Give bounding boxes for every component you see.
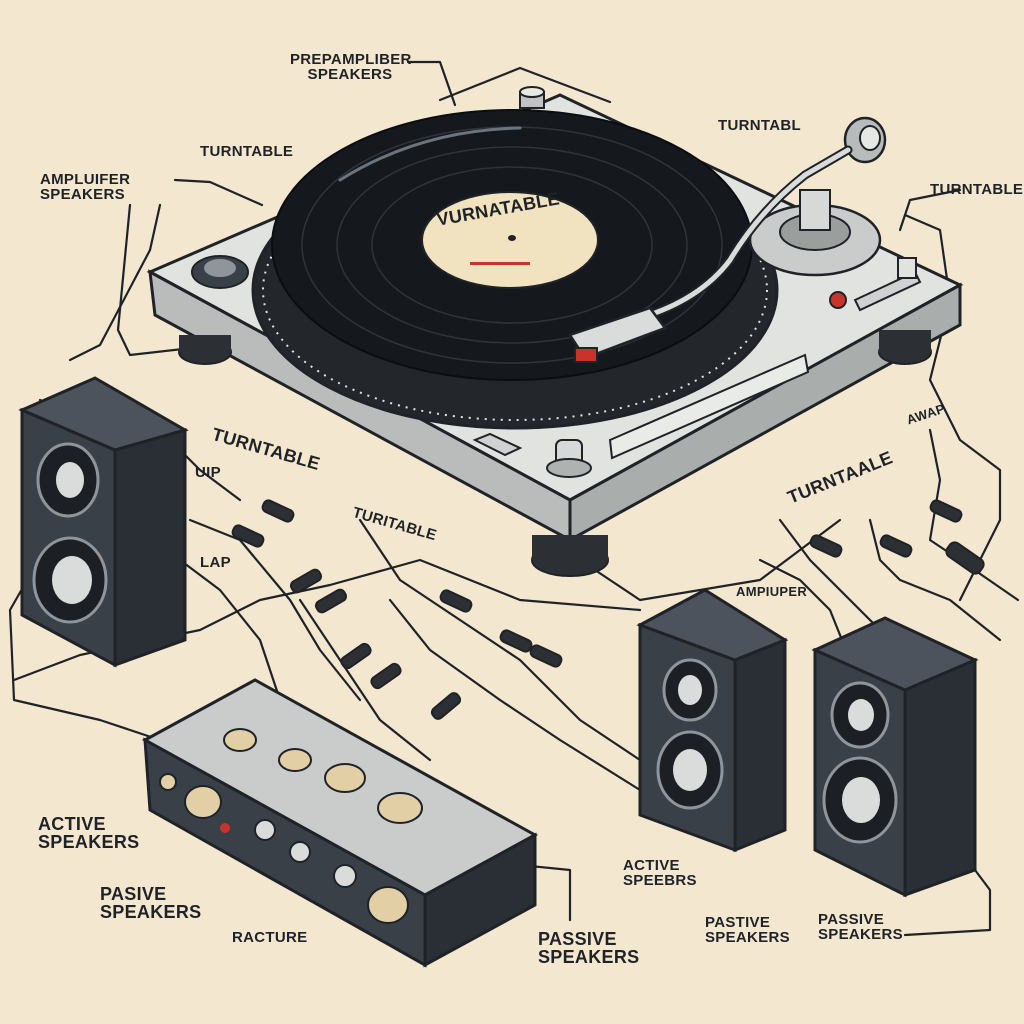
right-speaker-side	[903, 657, 977, 898]
left-speaker-tweeter-cone	[56, 462, 84, 498]
pitch-slider[interactable]	[853, 270, 922, 312]
wire-amp-speakers-label	[173, 178, 264, 207]
rca-connector-icon[interactable]	[254, 819, 276, 841]
record-label-stripe	[470, 262, 530, 265]
right-speaker-top	[811, 616, 979, 692]
wire-center-2	[388, 598, 642, 792]
knob-icon[interactable]	[324, 763, 366, 793]
rca-connector-icon	[370, 662, 402, 690]
wire-right-5	[868, 518, 1002, 642]
speaker-icon	[811, 616, 979, 898]
label-amplifier-mid: AMPIUPER	[736, 584, 808, 599]
turntable-toggle[interactable]	[472, 432, 523, 457]
label-turntable-right: TURNTABLE	[930, 181, 1024, 198]
label-uip: UIP	[195, 464, 221, 481]
rca-connector-icon	[499, 629, 533, 653]
vinyl-groove-2	[336, 146, 688, 344]
label-amplifier-speakers: AMPLUIFER SPEAKERS	[40, 171, 131, 203]
turntable-plinth-front-right	[568, 282, 962, 543]
knob-cap	[204, 259, 236, 277]
wire-right-4	[758, 558, 852, 662]
wire-top-label	[406, 60, 457, 107]
label-active-speakers-left: ACTIVE SPEAKERS	[38, 814, 140, 852]
turntable-display-strip	[608, 353, 810, 460]
right-speaker-tweeter-cone	[848, 699, 874, 731]
right-speaker-woofer-cone	[842, 777, 880, 823]
tonearm-cartridge	[574, 347, 598, 363]
turntable-foot-left-side	[179, 335, 231, 352]
tonearm-highlight	[637, 147, 851, 321]
wire-right-bottom	[903, 868, 992, 937]
knob-icon[interactable]	[278, 748, 312, 772]
rca-connector-icon	[314, 588, 348, 614]
label-racture: RACTURE	[232, 929, 308, 946]
rca-connector-icon	[231, 524, 265, 548]
record-spindle	[508, 235, 516, 241]
knob-icon[interactable]	[223, 728, 257, 752]
rca-connector-icon	[809, 534, 843, 558]
speaker-icon	[636, 588, 789, 853]
start-stop-knob-base	[546, 458, 592, 478]
wire-left-loop	[68, 203, 162, 362]
wire-top-loop	[438, 66, 612, 104]
rca-connector-icon	[289, 568, 323, 594]
vinyl-groove-3	[371, 166, 653, 324]
rca-connector-icon	[529, 644, 563, 668]
knob-icon[interactable]	[377, 792, 423, 824]
label-active-speakers-center: ACTIVE SPEEBRS	[623, 857, 697, 889]
label-prepamplifier-speakers: PREPAMPLIBER SPEAKERS	[290, 51, 412, 83]
left-speaker-side	[113, 428, 187, 668]
turntable-foot-right-side	[879, 330, 931, 352]
rca-connector-icon[interactable]	[220, 823, 230, 833]
label-passive-speakers-center: PASSIVE SPEAKERS	[538, 929, 640, 967]
center-speaker-top	[636, 588, 789, 662]
left-speaker-top	[18, 376, 189, 452]
label-passive-speakers-right: PASSIVE SPEAKERS	[818, 911, 903, 943]
rca-connector-icon	[945, 541, 985, 575]
knob-icon[interactable]	[367, 886, 409, 924]
pitch-slider-handle[interactable]	[897, 257, 917, 279]
left-speaker-woofer-cone	[52, 556, 92, 604]
amplifier-icon	[141, 678, 539, 968]
rca-connector-icon[interactable]	[159, 773, 177, 791]
rca-connector-icon[interactable]	[289, 841, 311, 863]
rca-connector-icon	[879, 534, 913, 558]
label-passive-speakers-left: PASIVE SPEAKERS	[100, 884, 202, 922]
tonearm-counterweight-face	[859, 125, 881, 151]
power-button[interactable]	[829, 291, 847, 309]
rca-connector-icon	[439, 589, 473, 613]
wire-center-3	[298, 598, 432, 762]
amplifier-side	[423, 832, 537, 968]
label-turntable-top-right: TURNTABL	[718, 117, 801, 134]
center-speaker-side	[733, 637, 787, 853]
tonearm-pillar	[799, 189, 831, 231]
turntable	[146, 86, 964, 577]
rca-connectors	[231, 499, 985, 720]
vinyl-shine	[338, 126, 522, 182]
wire-right-loop	[903, 213, 1002, 602]
rca-connector-icon	[261, 499, 295, 523]
turntable-foot-center-side	[532, 535, 608, 560]
rca-connector-icon[interactable]	[333, 864, 357, 888]
wire-tt-right	[898, 188, 962, 232]
center-speaker-tweeter-cone	[678, 675, 702, 705]
label-lap: LAP	[200, 554, 231, 571]
label-pastive-speakers: PASTIVE SPEAKERS	[705, 914, 790, 946]
rca-connector-icon	[929, 499, 963, 523]
rca-connector-icon	[430, 692, 462, 720]
speaker-icon	[18, 376, 189, 668]
label-turntable-top-left: TURNTABLE	[200, 143, 294, 160]
wire-center-1	[358, 518, 642, 762]
center-speaker-woofer-cone	[673, 749, 707, 791]
rca-connector-icon	[340, 642, 372, 670]
knob-icon[interactable]	[184, 785, 222, 819]
turntable-top-post-cap	[519, 86, 545, 98]
platter-dots	[262, 159, 768, 421]
wire-to-amp-1	[188, 518, 362, 702]
